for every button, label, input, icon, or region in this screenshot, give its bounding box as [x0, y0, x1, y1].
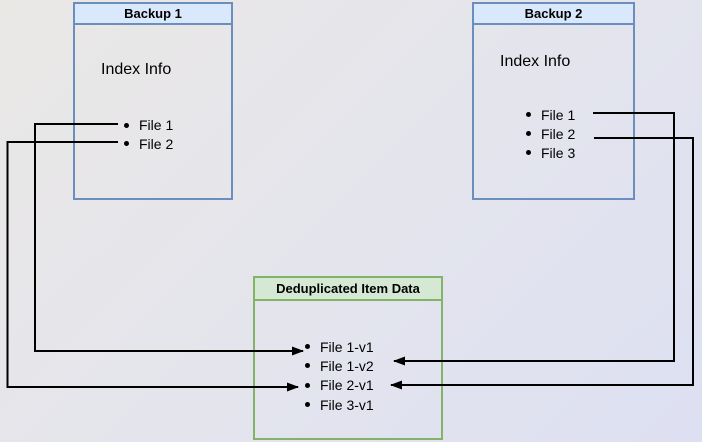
list-item: File 1-v2 — [305, 356, 374, 375]
list-item-label: File 2-v1 — [320, 377, 374, 394]
list-item-label: File 1 — [139, 117, 174, 134]
bullet-icon — [305, 363, 310, 369]
list-item: File 2-v1 — [305, 376, 374, 395]
bullet-icon — [124, 141, 129, 147]
list-item-label: File 1 — [541, 106, 576, 123]
bullet-icon — [305, 344, 310, 350]
bullet-icon — [124, 122, 129, 128]
list-item: File 1-v1 — [305, 337, 374, 356]
list-item: File 2 — [124, 135, 173, 154]
backup2-index-info-label: Index Info — [500, 53, 571, 70]
list-item: File 1 — [124, 116, 173, 135]
list-item-label: File 3-v1 — [320, 396, 374, 413]
list-item-label: File 2 — [139, 135, 174, 152]
backup2-title: Backup 2 — [474, 4, 633, 25]
list-item-label: File 2 — [541, 125, 576, 142]
backup1-index-info-label: Index Info — [101, 61, 172, 78]
list-item-label: File 3 — [541, 144, 576, 161]
bullet-icon — [526, 131, 531, 136]
bullet-icon — [526, 112, 531, 117]
backup2-box: Backup 2 Index Info File 1 File 2 File 3 — [472, 2, 635, 200]
deduplicated-item-data-title: Deduplicated Item Data — [255, 278, 441, 301]
list-item-label: File 1-v2 — [320, 357, 374, 374]
bullet-icon — [305, 402, 310, 408]
list-item-label: File 1-v1 — [320, 338, 374, 355]
list-item: File 3 — [526, 143, 575, 162]
bullet-icon — [305, 382, 310, 388]
bullet-icon — [526, 150, 531, 155]
list-item: File 2 — [526, 124, 575, 143]
backup2-file-list: File 1 File 2 File 3 — [526, 105, 575, 162]
list-item: File 3-v1 — [305, 395, 374, 414]
backup1-title: Backup 1 — [75, 4, 231, 25]
list-item: File 1 — [526, 105, 575, 124]
